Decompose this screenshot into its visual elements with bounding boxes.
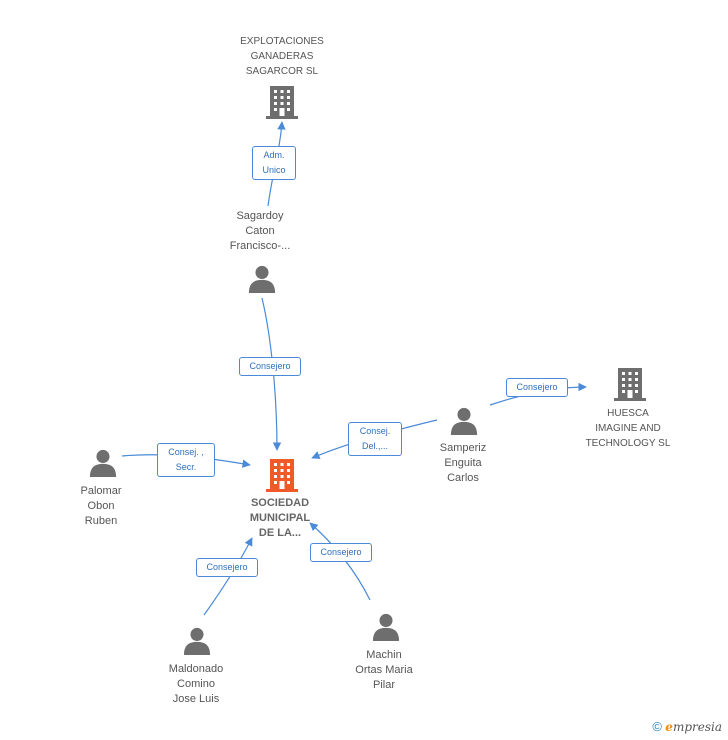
empresia-watermark: © empresia bbox=[652, 719, 722, 734]
copyright-icon: © bbox=[652, 719, 662, 734]
edge-label-consejero-huesca: Consejero bbox=[506, 378, 568, 397]
person-icon-machin[interactable] bbox=[372, 613, 400, 641]
brand-initial: e bbox=[665, 720, 673, 734]
edge-label-consejero-machin: Consejero bbox=[310, 543, 372, 562]
edge-label-consej-secr: Consej. , Secr. bbox=[157, 443, 215, 477]
person-icon-maldonado[interactable] bbox=[183, 627, 211, 655]
node-label-palomar[interactable]: Palomar Obon Ruben bbox=[80, 485, 122, 527]
node-label-samperiz[interactable]: Samperiz Enguita Carlos bbox=[439, 442, 487, 484]
edge-label-consejero-sagardoy: Consejero bbox=[239, 357, 301, 376]
node-label-huesca[interactable]: HUESCA IMAGINE AND TECHNOLOGY SL bbox=[585, 408, 671, 449]
edge-label-consejero-maldonado: Consejero bbox=[196, 558, 258, 577]
building-icon-huesca[interactable] bbox=[614, 368, 646, 401]
node-label-maldonado[interactable]: Maldonado Comino Jose Luis bbox=[168, 663, 224, 705]
person-icon-sagardoy[interactable] bbox=[248, 265, 276, 293]
edge-label-consej-del: Consej. Del.,... bbox=[348, 422, 402, 456]
edge-maldonado-sociedad bbox=[203, 537, 253, 616]
node-label-sociedad[interactable]: SOCIEDAD MUNICIPAL DE LA... bbox=[249, 497, 311, 539]
node-label-explotaciones[interactable]: EXPLOTACIONES GANADERAS SAGARCOR SL bbox=[240, 36, 324, 77]
node-label-machin[interactable]: Machin Ortas Maria Pilar bbox=[355, 649, 413, 691]
brand-name: mpresia bbox=[672, 720, 722, 734]
building-icon-explotaciones[interactable] bbox=[266, 86, 298, 119]
person-icon-palomar[interactable] bbox=[89, 449, 117, 477]
building-icon-sociedad[interactable] bbox=[266, 459, 298, 492]
edge-label-adm-unico: Adm. Unico bbox=[252, 146, 296, 180]
person-icon-samperiz[interactable] bbox=[450, 407, 478, 435]
node-label-sagardoy[interactable]: Sagardoy Caton Francisco-... bbox=[229, 210, 291, 252]
